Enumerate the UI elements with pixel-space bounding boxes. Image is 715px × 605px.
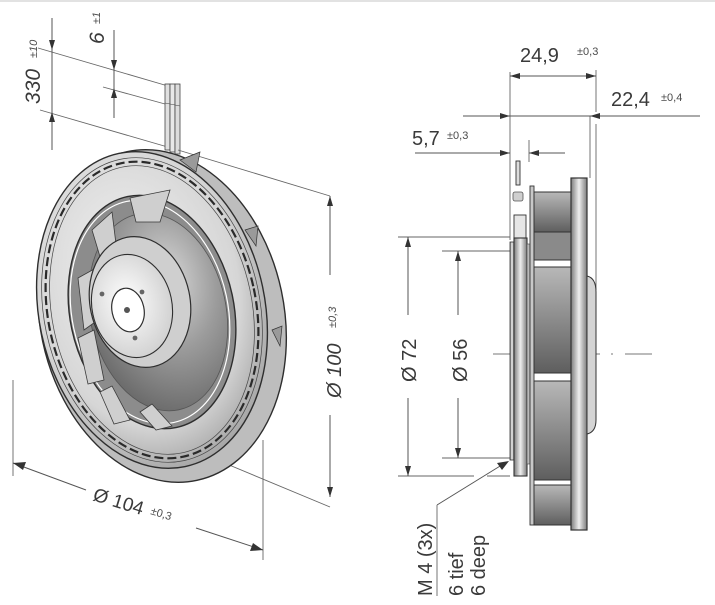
motor-flange <box>509 241 515 461</box>
top-border <box>0 0 715 2</box>
back-disc <box>570 177 588 531</box>
dim-d72-value: Ø 72 <box>399 339 421 382</box>
dim-d104-value: Ø 104 <box>91 485 147 520</box>
dim-24-9-tolerance: ±0,3 <box>577 46 598 58</box>
arrow-icon <box>590 113 600 119</box>
side-view: 24,9 ±0,3 22,4 ±0,4 5,7 ±0,3 Ø 72 <box>398 45 700 596</box>
arrow-icon <box>455 448 461 458</box>
motor-cap <box>586 275 597 435</box>
screw-hole-icon <box>132 335 138 341</box>
arrow-icon <box>500 150 510 156</box>
impeller-side <box>529 185 572 526</box>
thread-note-line2: 6 tief <box>446 552 468 596</box>
thread-leader-line <box>436 462 506 506</box>
extension-line <box>221 461 331 508</box>
fan-impeller <box>35 149 288 483</box>
arrow-icon <box>510 73 520 79</box>
dim-330-tolerance: ±10 <box>28 39 40 58</box>
dim-5-7-tolerance: ±0,3 <box>447 130 468 142</box>
cable-bundle <box>164 83 181 155</box>
dim-24-9-value: 24,9 <box>520 45 559 67</box>
arrow-icon <box>49 40 55 50</box>
dim-5-7-value: 5,7 <box>412 128 440 150</box>
extension-line <box>102 86 166 105</box>
extension-line <box>39 109 179 151</box>
dim-line-d104 <box>12 462 87 491</box>
arrow-icon <box>327 487 333 497</box>
thread-note-line1: M 4 (3x) <box>415 523 437 596</box>
arrow-icon <box>49 112 55 122</box>
arrow-icon <box>13 462 26 470</box>
dim-d56-value: Ø 56 <box>450 339 472 382</box>
screw-hole-icon <box>139 289 145 295</box>
dim-d100-value: Ø 100 <box>324 344 346 399</box>
extension-line <box>177 149 331 197</box>
dim-6-tolerance: ±1 <box>91 12 103 24</box>
arrow-icon <box>405 466 411 476</box>
extension-line <box>37 47 169 87</box>
dim-22-4-tolerance: ±0,4 <box>661 92 682 104</box>
arrow-icon <box>500 113 510 119</box>
arrow-icon <box>497 461 509 470</box>
perspective-view: Ø 100 ±0,3 Ø 104 ±0,3 330 ±10 6 ±1 <box>12 12 346 560</box>
hub-bore <box>124 307 130 313</box>
dim-6-value: 6 <box>86 32 109 44</box>
slot-ring <box>44 160 260 460</box>
dim-d100-tolerance: ±0,3 <box>327 306 339 328</box>
cable-connector <box>512 160 527 240</box>
arrow-icon <box>455 251 461 261</box>
dim-d104-tolerance: ±0,3 <box>149 505 173 523</box>
thread-note-line3: 6 deep <box>468 535 490 596</box>
dim-330-value: 330 <box>22 69 45 104</box>
motor-plate <box>513 237 528 477</box>
arrow-icon <box>586 73 596 79</box>
arrow-icon <box>529 150 539 156</box>
screw-hole-icon <box>99 291 105 297</box>
arrow-icon <box>250 543 263 551</box>
dim-22-4-value: 22,4 <box>611 89 650 111</box>
arrow-icon <box>327 196 333 206</box>
arrow-icon <box>111 60 117 70</box>
arrow-icon <box>111 88 117 98</box>
arrow-icon <box>405 237 411 247</box>
